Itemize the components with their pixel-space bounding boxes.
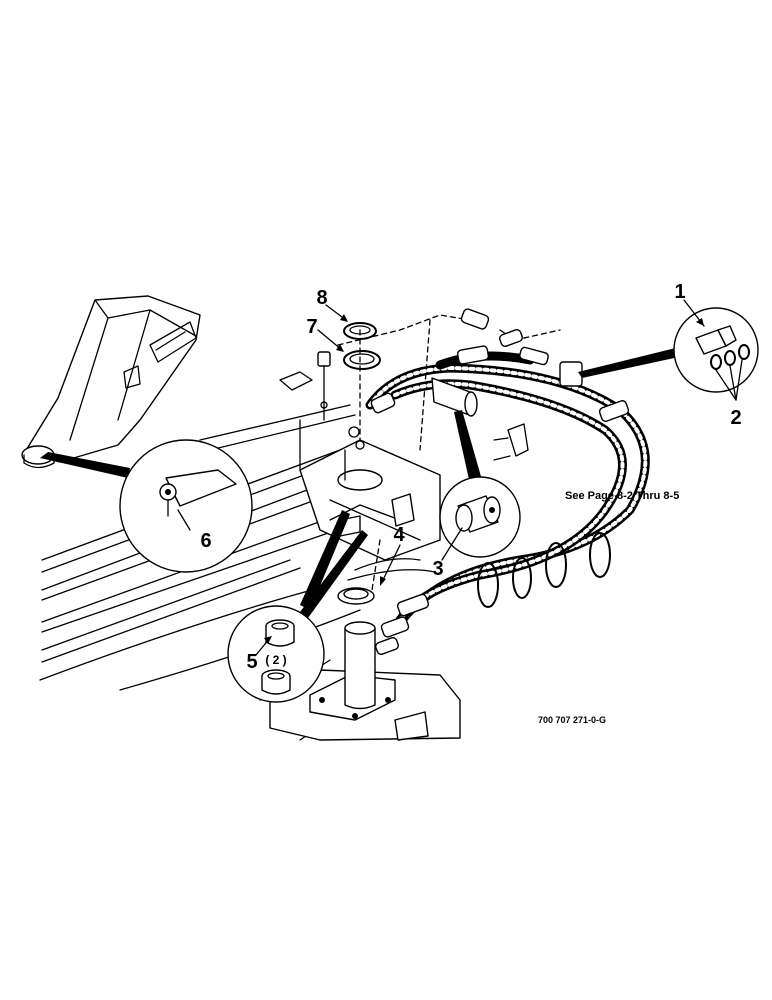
callout-8: 8: [316, 287, 327, 309]
callout-5: 5: [246, 651, 257, 673]
detail-circle-6: [40, 439, 253, 573]
ring-4: [337, 587, 375, 605]
inline-cylinder: [431, 377, 478, 417]
callout-7: 7: [306, 316, 317, 338]
callout-1: 1: [674, 281, 685, 303]
spindle-assembly: [269, 621, 461, 741]
part-number: 700 707 271-0-G: [538, 715, 606, 725]
hydraulic-hoses: [365, 351, 650, 635]
reference-note: See Page 8-2 Thru 8-5: [565, 490, 679, 502]
callout-2: 2: [730, 407, 741, 429]
detail-circle-1-2: [578, 307, 759, 393]
ring-8: [343, 322, 377, 340]
ring-7: [343, 350, 381, 370]
callout-4: 4: [393, 524, 405, 546]
detail-circle-5: [227, 510, 368, 703]
callout-6: 6: [200, 530, 211, 552]
detail-circle-3: [439, 410, 521, 558]
callout-5-quantity: ( 2 ): [265, 653, 286, 667]
callout-3: 3: [432, 558, 443, 580]
hardware-bolts: [279, 351, 529, 471]
callout-leaders: [177, 299, 743, 656]
